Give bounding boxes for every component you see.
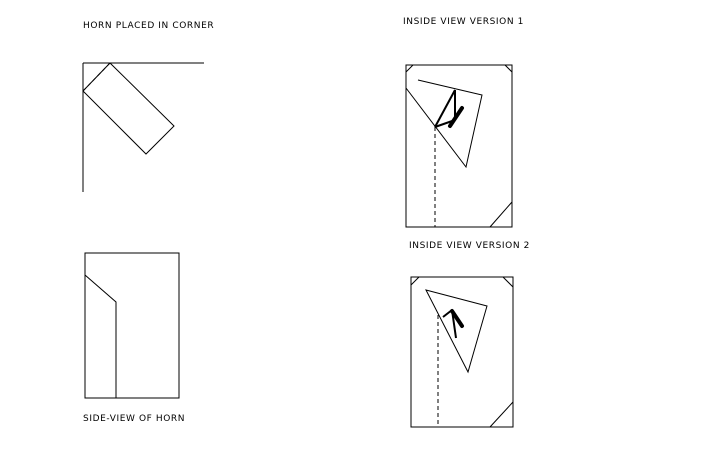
horn-outline	[82, 62, 175, 155]
inside-view-v2-title: INSIDE VIEW VERSION 2	[409, 241, 530, 251]
driver-magnet-v2	[450, 309, 464, 328]
horn-triangle-v2	[425, 289, 488, 374]
side-view-box	[84, 252, 180, 399]
side-view-title: SIDE-VIEW OF HORN	[83, 414, 186, 424]
driver-arm-v1-a	[434, 89, 456, 128]
corner-brace-v2-bottom-right	[489, 401, 514, 428]
corner-brace-v1-bottom-right	[489, 201, 513, 228]
corner-brace-v2-top-left	[410, 276, 420, 286]
horn-corner-title: HORN PLACED IN CORNER	[83, 21, 215, 31]
cabinet-v1	[405, 64, 513, 228]
cabinet-v2	[410, 276, 514, 428]
horn-corner-figure	[82, 62, 204, 192]
corner-brace-v1-top-left	[405, 64, 414, 73]
inside-view-v2-figure	[410, 276, 514, 428]
driver-magnet-v1	[448, 106, 464, 128]
side-view-profile	[84, 274, 117, 398]
corner-brace-v1-top-right	[504, 64, 513, 73]
inside-view-v1-title: INSIDE VIEW VERSION 1	[403, 17, 524, 27]
corner-brace-v2-top-right	[502, 276, 514, 288]
inside-view-v1-figure	[405, 64, 513, 228]
side-view-figure	[84, 252, 180, 399]
